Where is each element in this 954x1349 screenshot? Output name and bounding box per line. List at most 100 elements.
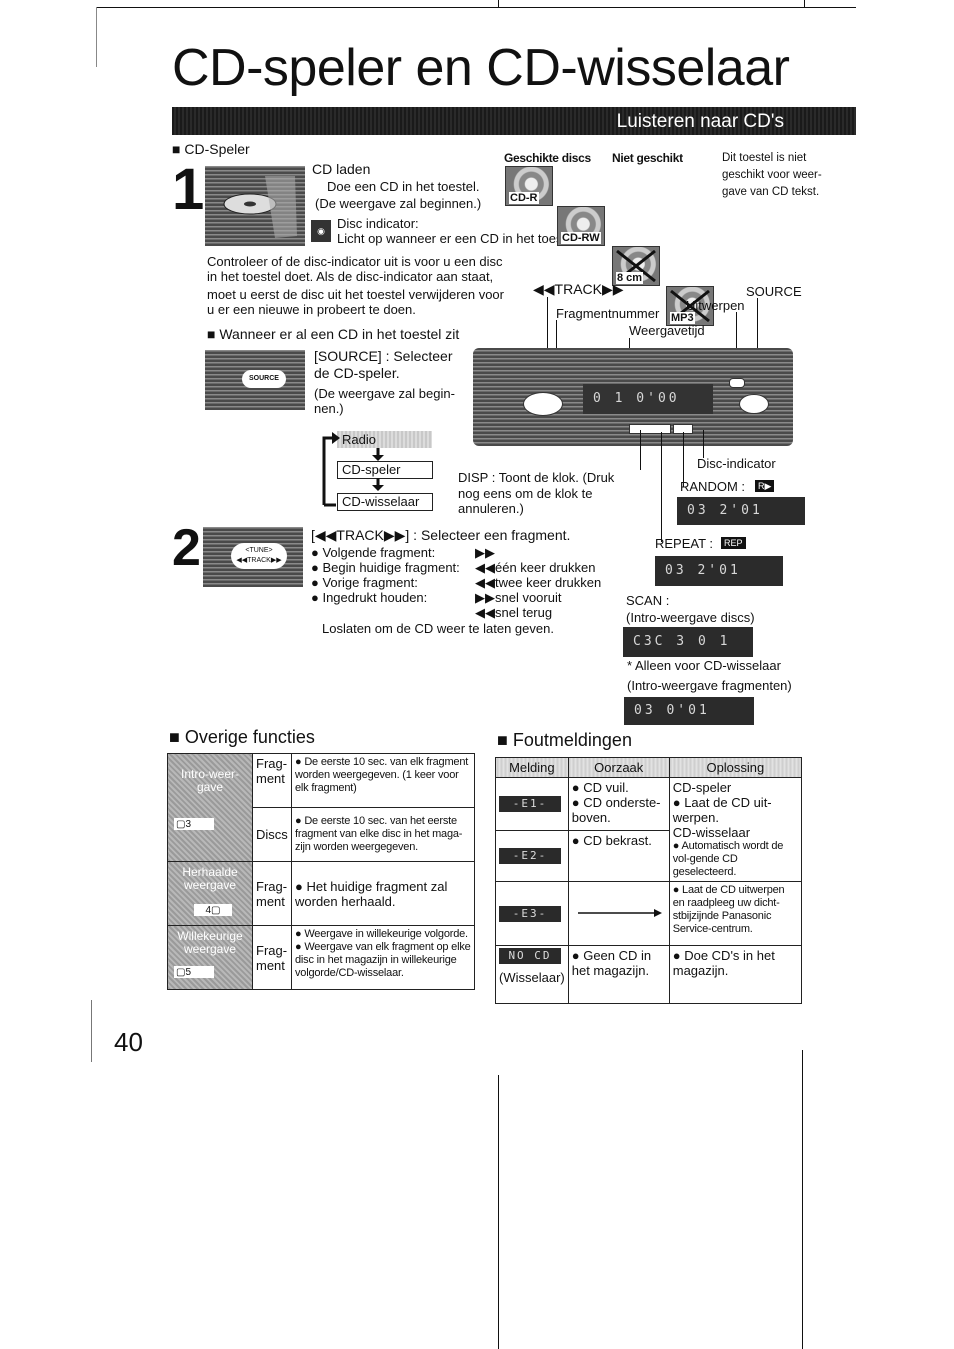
error-e1-cell: -E1- <box>495 776 569 832</box>
scan-display: C3C 3 0 1 <box>623 627 753 657</box>
step-2-row-1-label: Volgende fragment: <box>311 545 435 560</box>
already-in-text-4: nen.) <box>314 401 344 416</box>
head-unit-display-text: 0 1 0'00 <box>593 391 680 406</box>
page-title: CD-speler en CD-wisselaar <box>172 39 790 97</box>
track-button-label: ◀◀TRACK▶▶ <box>236 557 282 564</box>
head-unit-display: 0 1 0'00 <box>583 384 713 414</box>
scan2-display: 03 0'01 <box>624 697 754 725</box>
step-2-rewind: ◀◀snel terug <box>475 605 553 620</box>
other-functions-table: Intro-weer-gave ▢3 Frag-ment De eerste 1… <box>167 753 475 990</box>
error-code-e3: -E3- <box>499 905 561 922</box>
errors-heading: Foutmeldingen <box>497 730 632 751</box>
random-group-label: Willekeurige weergave <box>177 929 243 956</box>
track-knob[interactable] <box>523 392 563 416</box>
error-e1-cause: CD vuil. CD onderste-boven. <box>567 776 670 832</box>
disp-text-1: DISP : Toont de klok. (Druk <box>458 470 615 485</box>
random-badge: R▶ <box>755 480 775 492</box>
disc-indicator-text: Licht op wanneer er een CD in het toeste… <box>337 231 597 246</box>
intro-group-cell: Intro-weer-gave ▢3 <box>167 753 253 862</box>
already-in-text-2: de CD-speler. <box>314 365 400 381</box>
step-2-release: Loslaten om de CD weer te laten geven. <box>322 621 554 636</box>
errors-header-oplossing: Oplossing <box>668 757 803 778</box>
step-2-row-2-label: Begin huidige fragment: <box>311 560 459 575</box>
section-bar-title: Luisteren naar CD's <box>616 111 784 132</box>
step-1-line2: (De weergave zal beginnen.) <box>315 196 482 211</box>
repeat-badge: REP <box>721 537 746 549</box>
flow-cd-speler: CD-speler <box>337 461 433 479</box>
section-bar: Luisteren naar CD's <box>172 107 856 135</box>
error-e1-e2-solution: CD-speler Laat de CD uit-werpen. CD-wiss… <box>668 777 803 882</box>
error-e3-solution: Laat de CD uitwerpen en raadpleeg uw dic… <box>668 881 803 946</box>
tune-label: <TUNE> <box>245 547 273 554</box>
disp-button[interactable] <box>629 424 671 434</box>
eject-button[interactable] <box>739 394 769 414</box>
disc-8cm-label: 8 cm <box>616 272 644 284</box>
step-2-row-1-action: ▶▶ <box>475 545 495 560</box>
disc-cd-r: CD-R <box>505 166 553 206</box>
time-label: Weergavetijd <box>629 323 705 338</box>
intro-group-label: Intro-weer-gave <box>180 767 239 794</box>
tune-track-button[interactable]: <TUNE> ◀◀TRACK▶▶ <box>231 543 287 569</box>
scan-label: SCAN : <box>626 593 670 608</box>
error-e3-cause <box>567 881 670 946</box>
error-nocd-solution: Doe CD's in het magazijn. <box>668 945 803 1004</box>
error-e2-cause: CD bekrast. <box>567 830 670 882</box>
scan-note-1: * Alleen voor CD-wisselaar <box>627 658 781 673</box>
disc-indicator-label: Disc indicator: <box>337 216 419 231</box>
repeat-group-label: Herhaalde weergave <box>182 865 238 892</box>
error-nocd-cell: NO CD (Wisselaar) <box>495 945 569 1004</box>
random-fragment-desc: Weergave in willekeurige volgorde. Weerg… <box>291 925 475 990</box>
arrow-right-icon <box>577 908 662 917</box>
track-button-photo: <TUNE> ◀◀TRACK▶▶ <box>203 527 303 587</box>
disc-mp3: MP3 <box>666 286 714 326</box>
random-button-icon: ▢5 <box>174 966 214 978</box>
flow-arrows-icon <box>322 432 384 507</box>
disc-note-3: gave van CD tekst. <box>722 186 820 198</box>
cd-player-heading: CD-Speler <box>172 142 249 157</box>
disp-text-3: annuleren.) <box>458 501 524 516</box>
control-text-4: u er een nieuwe in probeert te doen. <box>207 302 416 317</box>
other-functions-heading: Overige functies <box>169 727 315 748</box>
disp-text-2: nog eens om de klok te <box>458 486 593 501</box>
error-nocd-cause: Geen CD in het magazijn. <box>567 945 670 1004</box>
control-text-3: moet u eerst de disc uit het toestel ver… <box>207 287 504 302</box>
disc-mp3-label: MP3 <box>670 312 695 324</box>
step-2-title: [◀◀TRACK▶▶] : Selecteer een fragment. <box>311 527 571 543</box>
intro-discs-type: Discs <box>252 807 292 862</box>
repeat-label: REPEAT : <box>655 536 714 551</box>
disc-note-1: Dit toestel is niet <box>722 152 807 164</box>
disc-cd-rw-label: CD-RW <box>561 232 601 244</box>
step-2-row-2-action: ◀◀één keer drukken <box>475 560 596 575</box>
intro-fragment-desc: De eerste 10 sec. van elk fragment worde… <box>291 753 475 808</box>
repeat-fragment-type: Frag-ment <box>252 861 292 926</box>
step-2-row-3-action: ◀◀twee keer drukken <box>475 575 602 590</box>
step-2-row-3-label: Vorige fragment: <box>311 575 417 590</box>
disc-cd-r-label: CD-R <box>509 192 539 204</box>
errors-table: Melding Oorzaak Oplossing -E1- CD vuil. … <box>495 757 803 1004</box>
already-in-text-3: (De weergave zal begin- <box>314 386 455 401</box>
error-code-e2: -E2- <box>499 848 561 865</box>
control-text-1: Controleer of de disc-indicator uit is v… <box>207 254 503 269</box>
eject-label: Uitwerpen <box>686 298 745 313</box>
errors-header-melding: Melding <box>495 757 569 778</box>
disc-note-2: geschikt voor weer- <box>722 169 822 181</box>
error-nocd-sub: (Wisselaar) <box>499 970 565 985</box>
step-1-line1: Doe een CD in het toestel. <box>327 179 480 194</box>
source-knob[interactable] <box>729 378 745 388</box>
error-e2-cell: -E2- <box>495 830 569 882</box>
step-1-title: CD laden <box>312 161 371 177</box>
cd-loading-photo <box>205 166 305 246</box>
flow-cd-wisselaar: CD-wisselaar <box>337 493 433 511</box>
disc-indicator-diagram-label: Disc-indicator <box>697 456 776 471</box>
repeat-group-cell: Herhaalde weergave 4▢ <box>167 861 253 926</box>
source-label: SOURCE <box>746 284 802 299</box>
source-button[interactable]: SOURCE <box>242 370 286 388</box>
disc-indicator-icon: ◉ <box>311 220 331 242</box>
scan-note-2: (Intro-weergave fragmenten) <box>627 678 792 693</box>
page-number: 40 <box>114 1027 143 1057</box>
cd-disc-icon <box>223 176 297 238</box>
intro-fragment-type: Frag-ment <box>252 753 292 808</box>
error-code-nocd: NO CD <box>499 948 561 964</box>
unsuitable-discs-label: Niet geschikt <box>612 151 683 165</box>
error-e3-cell: -E3- <box>495 881 569 946</box>
